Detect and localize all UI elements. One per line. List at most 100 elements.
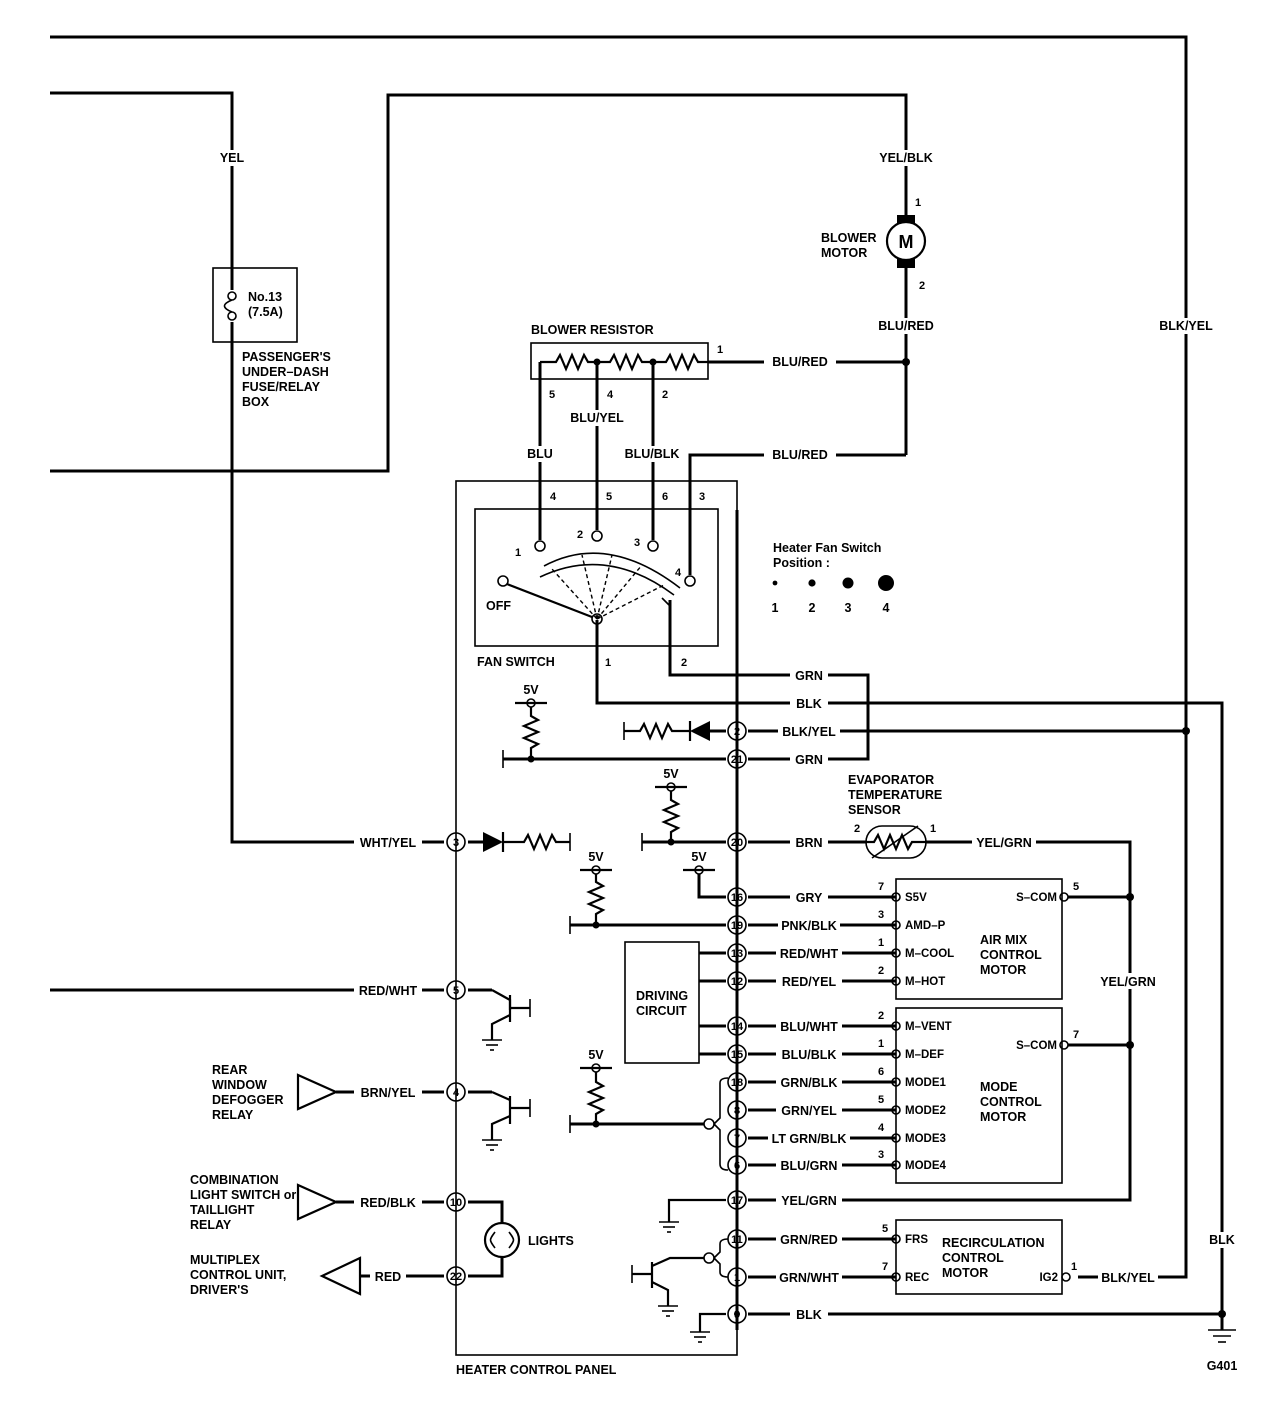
combination-label-2: LIGHT SWITCH or — [190, 1188, 296, 1202]
pin-16: 16 — [727, 887, 747, 907]
five-v-4: 5V — [588, 850, 604, 864]
pin-pos-3: 3 — [634, 537, 640, 549]
wire-blu: BLU — [527, 447, 553, 461]
fan-positions-title-1: Heater Fan Switch — [773, 541, 881, 555]
wire-yel: YEL — [220, 151, 245, 165]
pin-mc-3: 3 — [878, 1149, 884, 1161]
term-m-cool: M–COOL — [905, 948, 954, 960]
fuse-rating-line2: (7.5A) — [248, 305, 283, 319]
wire-red-wht-5: RED/WHT — [359, 984, 418, 998]
boxes — [624, 878, 1063, 1295]
pin-rc-7: 7 — [882, 1261, 888, 1273]
pin-14: 14 — [727, 1016, 747, 1036]
multiplex-label-3: DRIVER'S — [190, 1283, 249, 1297]
blower-resistor-label: BLOWER RESISTOR — [531, 323, 654, 337]
wire-blk-yel-2: BLK/YEL — [782, 725, 836, 739]
pin-motor-2: 2 — [919, 280, 925, 292]
heater-control-panel — [455, 480, 739, 1356]
pin-pos-4: 4 — [675, 567, 682, 579]
five-v-3: 5V — [691, 850, 707, 864]
pin-am-7: 7 — [878, 881, 884, 893]
wire-blu-red-sw: BLU/RED — [772, 448, 828, 462]
evap-sensor-label-2: TEMPERATURE — [848, 788, 942, 802]
combination-label-1: COMBINATION — [190, 1173, 279, 1187]
svg-text:6: 6 — [734, 1160, 740, 1172]
pin-res-2: 2 — [662, 389, 668, 401]
fuse-box-label-4: BOX — [242, 395, 270, 409]
driving-circuit-label-2: CIRCUIT — [636, 1004, 687, 1018]
pin-sw-3: 3 — [699, 491, 705, 503]
wire-grn-blk: GRN/BLK — [781, 1076, 838, 1090]
svg-text:19: 19 — [731, 920, 743, 932]
wire-blk-ground: BLK — [1209, 1233, 1235, 1247]
svg-text:12: 12 — [731, 976, 743, 988]
pin-mc-7: 7 — [1073, 1029, 1079, 1041]
fan-position-1: 1 — [772, 601, 779, 615]
svg-text:14: 14 — [731, 1021, 744, 1033]
wire-yel-grn-17: YEL/GRN — [781, 1194, 837, 1208]
pin-am-1: 1 — [878, 937, 884, 949]
pin-7: 7 — [727, 1128, 747, 1148]
pin-4: 4 — [446, 1082, 466, 1102]
svg-text:22: 22 — [450, 1271, 462, 1283]
wire-red-blk: RED/BLK — [360, 1196, 416, 1210]
combination-label-3: TAILLIGHT — [190, 1203, 255, 1217]
pin-motor-1: 1 — [915, 197, 921, 209]
svg-text:1: 1 — [734, 1272, 740, 1284]
air-mix-label-1: AIR MIX — [980, 933, 1028, 947]
term-m-def: M–DEF — [905, 1049, 944, 1061]
wire-grn-yel: GRN/YEL — [781, 1104, 837, 1118]
blower-motor-label-2: MOTOR — [821, 246, 867, 260]
rear-window-label-1: REAR — [212, 1063, 247, 1077]
pin-sw-out-1: 1 — [605, 657, 611, 669]
wire-blk-9: BLK — [796, 1308, 822, 1322]
term-mode1: MODE1 — [905, 1077, 947, 1089]
pin-sensor-1: 1 — [930, 823, 936, 835]
blower-motor-symbol — [885, 215, 927, 268]
pin-6: 6 — [727, 1155, 747, 1175]
wire-blu-blk-res: BLU/BLK — [625, 447, 680, 461]
recirc-label-1: RECIRCULATION — [942, 1236, 1045, 1250]
pin-5: 5 — [446, 980, 466, 1000]
air-mix-label-2: CONTROL — [980, 948, 1042, 962]
fuse-box-label-2: UNDER–DASH — [242, 365, 329, 379]
pin-1: 1 — [727, 1267, 747, 1287]
fan-positions-title-2: Position : — [773, 556, 830, 570]
svg-text:20: 20 — [731, 837, 743, 849]
junction-dots — [734, 358, 1226, 1318]
term-rec: REC — [905, 1272, 929, 1284]
svg-text:13: 13 — [731, 948, 743, 960]
pin-mc-2: 2 — [878, 1010, 884, 1022]
pin-17: 17 — [727, 1190, 747, 1210]
pin-pos-1: 1 — [515, 547, 521, 559]
evap-sensor-label-3: SENSOR — [848, 803, 901, 817]
wire-blu-yel: BLU/YEL — [570, 411, 624, 425]
pin-mc-6: 6 — [878, 1066, 884, 1078]
five-v-1: 5V — [523, 683, 539, 697]
pin-rc-5: 5 — [882, 1223, 888, 1235]
term-s5v: S5V — [905, 892, 927, 904]
fan-position-3: 3 — [845, 601, 852, 615]
wire-blu-red-motor: BLU/RED — [878, 319, 934, 333]
wire-blk-1: BLK — [796, 697, 822, 711]
wire-grn-21: GRN — [795, 753, 823, 767]
pin-12: 12 — [727, 971, 747, 991]
svg-text:5: 5 — [453, 985, 459, 997]
panel-pins: 2 21 3 20 16 19 13 12 5 14 15 4 18 8 7 6… — [446, 721, 747, 1324]
wire-brn-yel: BRN/YEL — [361, 1086, 416, 1100]
wire-red: RED — [375, 1270, 401, 1284]
wire-blu-red-res: BLU/RED — [772, 355, 828, 369]
wire-blu-wht: BLU/WHT — [780, 1020, 838, 1034]
wire-red-yel: RED/YEL — [782, 975, 837, 989]
transistors — [468, 988, 1236, 1343]
evap-sensor-label-1: EVAPORATOR — [848, 773, 934, 787]
mode-motor-label-2: CONTROL — [980, 1095, 1042, 1109]
term-mode2: MODE2 — [905, 1105, 946, 1117]
term-amd-p: AMD–P — [905, 920, 946, 932]
wire-lt-grn-blk: LT GRN/BLK — [772, 1132, 847, 1146]
wire-color-labels: YEL YEL/BLK BLU/RED BLU/RED BLU/RED BLK/… — [220, 151, 1235, 1322]
pullup-resistors — [502, 698, 729, 1171]
motor-terminal-labels: S5V AMD–P M–COOL M–HOT S–COM M–VENT M–DE… — [905, 892, 1058, 1284]
wire-red-wht-13: RED/WHT — [780, 947, 839, 961]
